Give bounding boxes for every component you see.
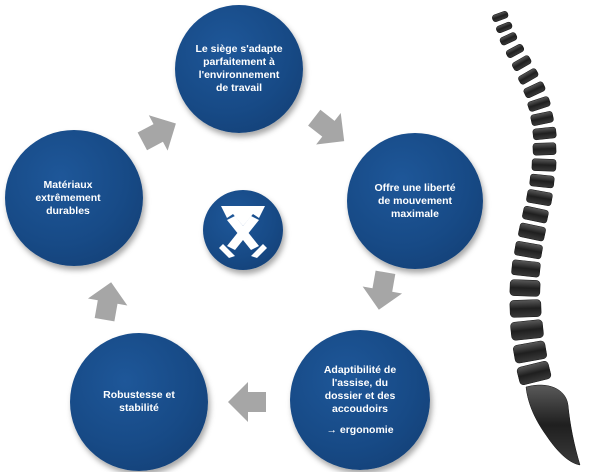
node-adaptability-subtext: → ergonomie [326,423,394,436]
node-adaptability: Adaptibilité de l'assise, du dossier et … [290,330,430,470]
node-robustness: Robustesse et stabilité [70,333,208,471]
node-robustness-text: Robustesse et stabilité [103,389,175,414]
arrow-up-icon [87,282,128,322]
node-seat-adapts-text: Le siège s'adapte parfaitement à l'envir… [195,43,283,94]
arrow-down-icon [362,270,403,310]
node-seat-adapts: Le siège s'adapte parfaitement à l'envir… [175,5,303,133]
logo-mark [219,206,267,258]
node-freedom-of-movement: Offre une liberté de mouvement maximale [347,133,483,269]
node-materials: Matériaux extrêmement durables [5,130,143,266]
logo-icon [203,190,283,270]
node-adaptability-text: Adaptibilité de l'assise, du dossier et … [323,363,397,415]
arrow-up-right-icon [137,115,176,151]
arrow-left-icon [228,382,266,422]
node-freedom-text: Offre une liberté de mouvement maximale [374,181,456,220]
arrow-right-down-icon [308,109,345,145]
node-materials-text: Matériaux extrêmement durables [35,178,101,217]
spine-illustration [492,11,581,466]
